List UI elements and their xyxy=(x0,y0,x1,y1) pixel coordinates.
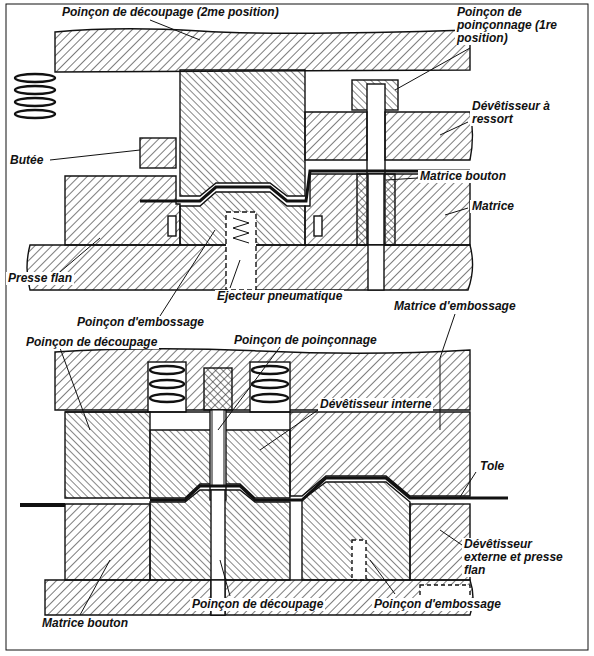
part-label: Poinçon de découpage (2me position) xyxy=(60,6,281,19)
part-label: Poinçon d'embossage xyxy=(372,598,503,611)
part-label: Tole xyxy=(478,460,506,473)
part-label: Presse flan xyxy=(6,272,74,285)
part-label: Matrice xyxy=(470,200,516,213)
part-label: Ejecteur pneumatique xyxy=(215,290,344,303)
part-label: Butée xyxy=(8,154,45,167)
part-label: Matrice d'embossage xyxy=(392,300,518,313)
part-label: Poinçon de découpage xyxy=(24,336,159,349)
part-label: Dévêtisseur interne xyxy=(318,398,433,411)
part-label: Poinçon d'embossage xyxy=(75,316,206,329)
part-label: Dévêtisseur à ressort xyxy=(470,100,574,126)
part-label: Matrice bouton xyxy=(40,617,130,630)
part-label: Dévêtisseur externe et presse flan xyxy=(462,538,576,577)
part-label: Poinçon de poinçonnage xyxy=(232,334,379,347)
part-label: Poinçon de poinçonnage (1re position) xyxy=(455,6,569,45)
part-label: Matrice bouton xyxy=(418,170,508,183)
part-label: Poinçon de découpage xyxy=(190,598,325,611)
